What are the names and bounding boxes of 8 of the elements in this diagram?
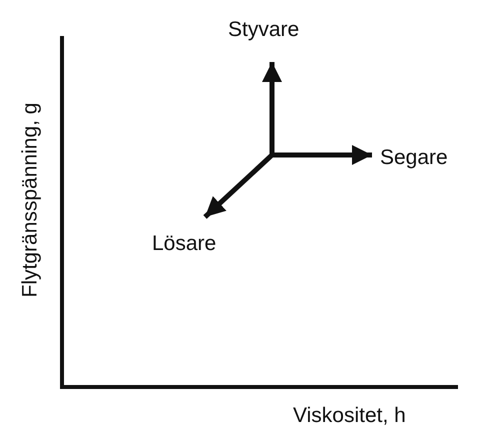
direction-label: Lösare — [152, 232, 216, 256]
arrow — [272, 145, 372, 165]
arrow — [262, 62, 282, 155]
arrow — [203, 153, 274, 219]
direction-label: Styvare — [228, 18, 300, 42]
direction-label: Segare — [380, 146, 448, 170]
axis-label: Flytgränsspänning, g — [18, 102, 42, 298]
axis-label: Viskositet, h — [293, 404, 406, 428]
